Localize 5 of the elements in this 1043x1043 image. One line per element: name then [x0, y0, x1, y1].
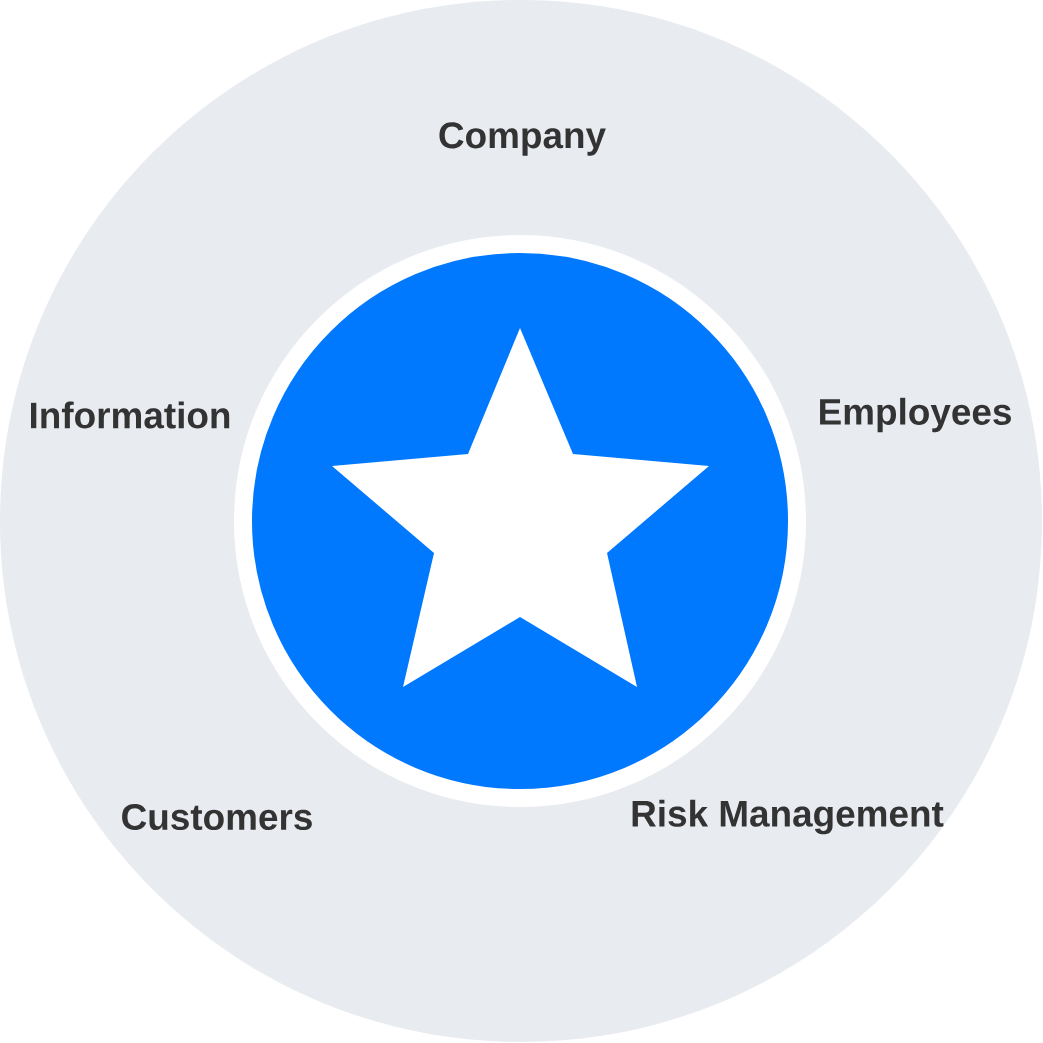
node-label: Company: [439, 122, 606, 156]
node-label: Information: [31, 401, 230, 429]
node-label: Risk Management: [632, 799, 944, 835]
node-label: Customers: [122, 803, 312, 831]
node-label: Employees: [820, 397, 1011, 433]
